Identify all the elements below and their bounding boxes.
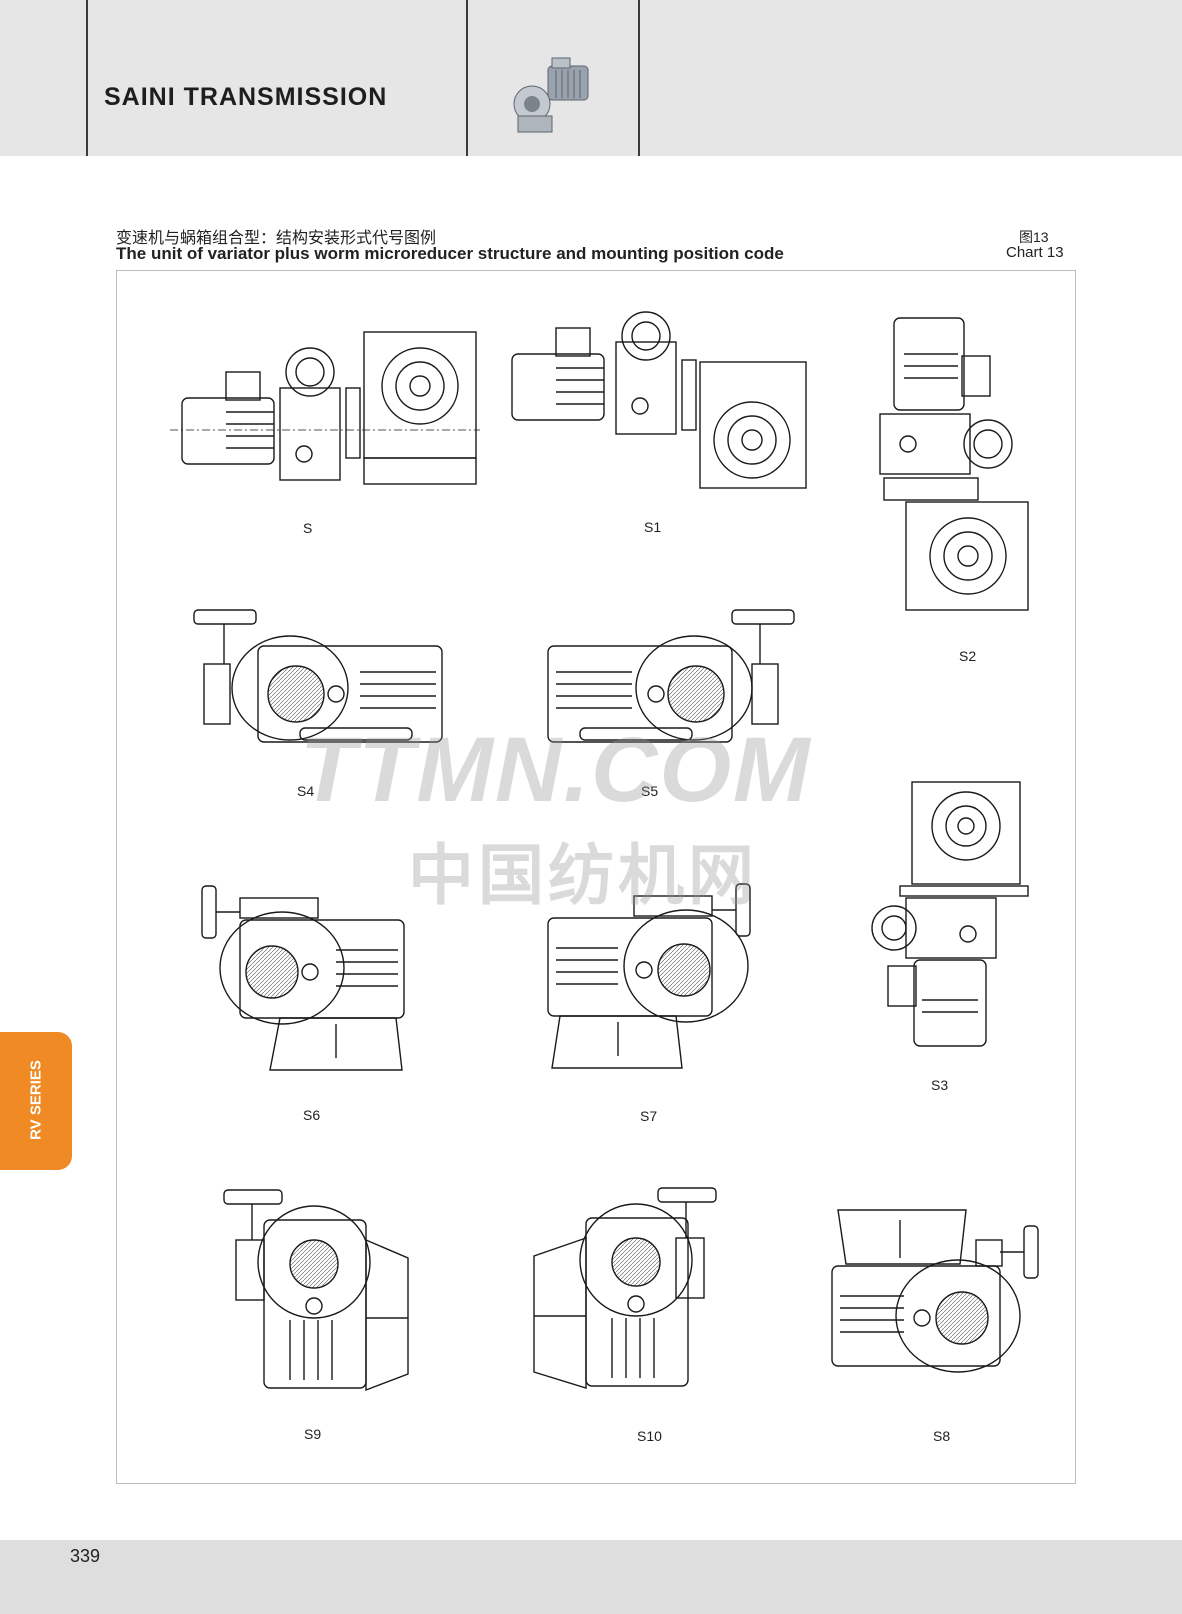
- position-label-s4: S4: [297, 783, 315, 799]
- drawing-s7: [547, 883, 751, 1069]
- worm-gear-motor-icon: [513, 57, 589, 133]
- drawing-s3: [871, 781, 1029, 1047]
- position-label-s6: S6: [303, 1107, 321, 1123]
- title-english: The unit of variator plus worm microredu…: [116, 244, 784, 263]
- position-label-s: S: [303, 520, 313, 536]
- footer-band: [0, 1540, 1182, 1614]
- drawing-s9: [223, 1189, 409, 1392]
- drawing-s: [170, 331, 480, 485]
- series-side-tab-label: RV SERIES: [27, 1060, 45, 1140]
- drawing-s2: [879, 317, 1029, 611]
- position-label-s1: S1: [644, 519, 662, 535]
- brand-logo-text: SAINI TRANSMISSION: [104, 83, 388, 111]
- watermark-chinese: 中国纺机网: [408, 838, 758, 912]
- drawing-s6: [201, 885, 405, 1071]
- drawing-s1: [511, 311, 807, 489]
- drawing-s4: [193, 609, 443, 743]
- chart-number-chinese: 图13: [1019, 229, 1049, 245]
- series-side-tab: [0, 1032, 72, 1170]
- header-divider: [86, 0, 88, 156]
- drawing-frame: [116, 270, 1076, 1484]
- drawing-s5: [547, 609, 795, 743]
- position-label-s3: S3: [931, 1077, 949, 1093]
- position-label-s5: S5: [641, 783, 659, 799]
- header-divider: [466, 0, 468, 156]
- title-chinese: 变速机与蜗箱组合型：结构安装形式代号图例: [116, 230, 437, 247]
- page-number: 339: [70, 1546, 101, 1566]
- position-label-s7: S7: [640, 1108, 658, 1124]
- position-label-s8: S8: [933, 1428, 951, 1444]
- position-label-s2: S2: [959, 648, 977, 664]
- drawing-s10: [533, 1187, 717, 1389]
- header-divider: [638, 0, 640, 156]
- chart-number-english: Chart 13: [1006, 244, 1064, 261]
- watermark-domain: TTMN.COM: [300, 719, 812, 821]
- header-band: SAINI TRANSMISSION: [0, 0, 1182, 156]
- drawing-s8: [831, 1209, 1039, 1373]
- position-label-s10: S10: [637, 1428, 662, 1444]
- position-label-s9: S9: [304, 1426, 322, 1442]
